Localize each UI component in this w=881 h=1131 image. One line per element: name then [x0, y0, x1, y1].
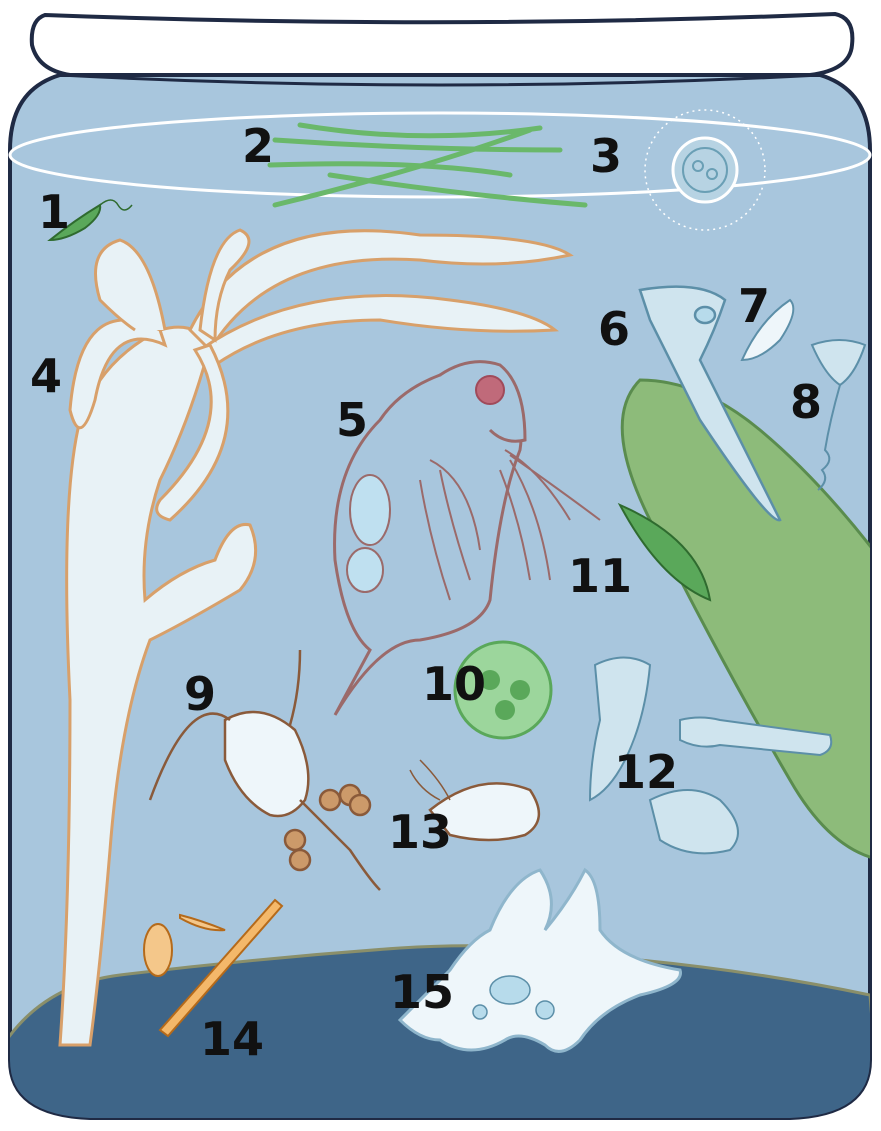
label-7: 7	[738, 279, 770, 333]
label-8: 8	[790, 375, 822, 429]
label-6: 6	[598, 302, 630, 356]
label-15: 15	[390, 965, 454, 1019]
label-4: 4	[30, 349, 62, 403]
label-9: 9	[184, 667, 216, 721]
label-3: 3	[590, 129, 622, 183]
water-surface	[10, 113, 870, 197]
label-2: 2	[242, 119, 274, 173]
label-11: 11	[568, 549, 632, 603]
label-5: 5	[336, 393, 368, 447]
label-10: 10	[422, 657, 486, 711]
label-13: 13	[388, 805, 452, 859]
label-1: 1	[38, 185, 70, 239]
jar-rim	[32, 14, 853, 75]
label-12: 12	[614, 745, 678, 799]
label-14: 14	[200, 1012, 264, 1066]
